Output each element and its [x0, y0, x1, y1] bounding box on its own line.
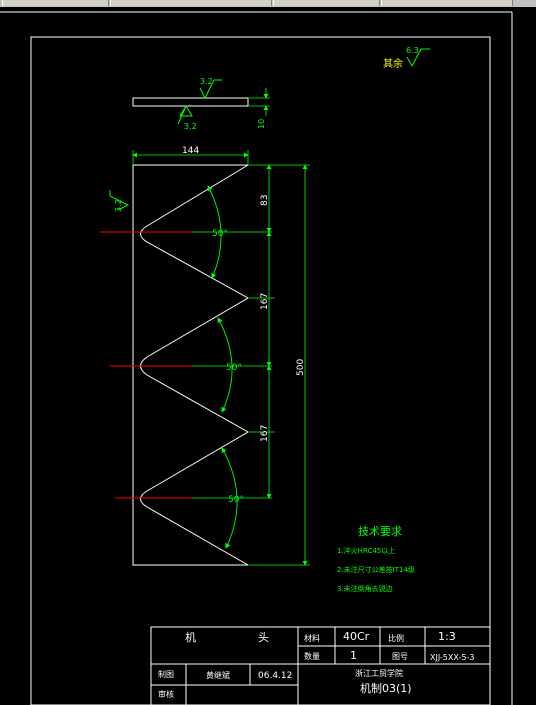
- dim-right-chain: 83 167 167 500: [248, 164, 310, 566]
- tech-requirements: 技术要求 1.淬火HRC45以上 2.未注尺寸公差按IT14级 3.未注倒角去锐…: [337, 525, 415, 593]
- scale-value: 1:3: [438, 630, 456, 643]
- toolbar-field-4[interactable]: [381, 0, 513, 6]
- roughness-side-symbol: 3.2: [109, 190, 130, 212]
- tech-req-item-2: 2.未注尺寸公差按IT14级: [337, 565, 415, 574]
- toolbar-field-2[interactable]: [110, 0, 272, 6]
- drawing-no-value: XJJ-5XX-5-3: [430, 653, 474, 662]
- title-block: [150, 626, 491, 705]
- material-value: 40Cr: [343, 630, 370, 643]
- thickness-dim-text: 10: [257, 119, 266, 129]
- part-name-1: 机: [185, 630, 196, 644]
- dim-top-width: 144: [132, 146, 249, 165]
- class-name: 机制03(1): [360, 681, 412, 695]
- tech-req-title: 技术要求: [358, 525, 402, 538]
- angle1-text: 50°: [212, 229, 228, 239]
- dim-top-width-text: 144: [182, 146, 199, 156]
- vertical-scrollbar[interactable]: [513, 12, 536, 705]
- title-block-text: 机 头 材料 40Cr 比例 1:3 数量 1 图号 XJJ-5XX-5-3 制…: [158, 630, 474, 699]
- checker-label: 审核: [158, 689, 174, 699]
- angle3-text: 50°: [228, 495, 244, 505]
- tech-req-item-3: 3.未注倒角去锐边: [337, 584, 393, 593]
- toolbar-strip: [0, 0, 536, 7]
- centerlines: [100, 231, 272, 499]
- qty-label: 数量: [304, 651, 320, 661]
- tech-req-item-1: 1.淬火HRC45以上: [337, 546, 395, 555]
- toolbar-field-3[interactable]: [273, 0, 380, 6]
- dim-seg1-text: 83: [260, 195, 270, 206]
- school-name: 浙江工贸学院: [355, 668, 403, 678]
- side-view: 3.2 3.2 10: [132, 77, 270, 131]
- roughness-side-value: 3.2: [114, 199, 123, 212]
- dim-seg3-text: 167: [260, 425, 270, 442]
- angle-dims: 50° 50° 50°: [207, 185, 244, 549]
- drafter-name: 黄继斌: [206, 670, 230, 680]
- toolbar-field-1[interactable]: [2, 0, 109, 6]
- drafter-label: 制图: [158, 669, 174, 679]
- material-label: 材料: [304, 633, 320, 643]
- side-roughness-bottom: 3.2: [184, 122, 197, 131]
- drawing-date: 06.4.12: [258, 671, 292, 681]
- scale-label: 比例: [388, 633, 404, 643]
- roughness-rest-label: 其余: [383, 57, 403, 70]
- dim-total-text: 500: [296, 359, 306, 376]
- dim-seg2-text: 167: [260, 293, 270, 310]
- drawing-frame: [30, 36, 491, 705]
- roughness-rest-value: 6.3: [406, 46, 419, 55]
- side-roughness-top: 3.2: [200, 77, 213, 86]
- qty-value: 1: [350, 649, 357, 662]
- drawing-no-label: 图号: [392, 652, 408, 661]
- roughness-rest-symbol: 其余 6.3: [383, 46, 430, 70]
- angle2-text: 50°: [226, 363, 242, 373]
- part-name-2: 头: [258, 631, 269, 644]
